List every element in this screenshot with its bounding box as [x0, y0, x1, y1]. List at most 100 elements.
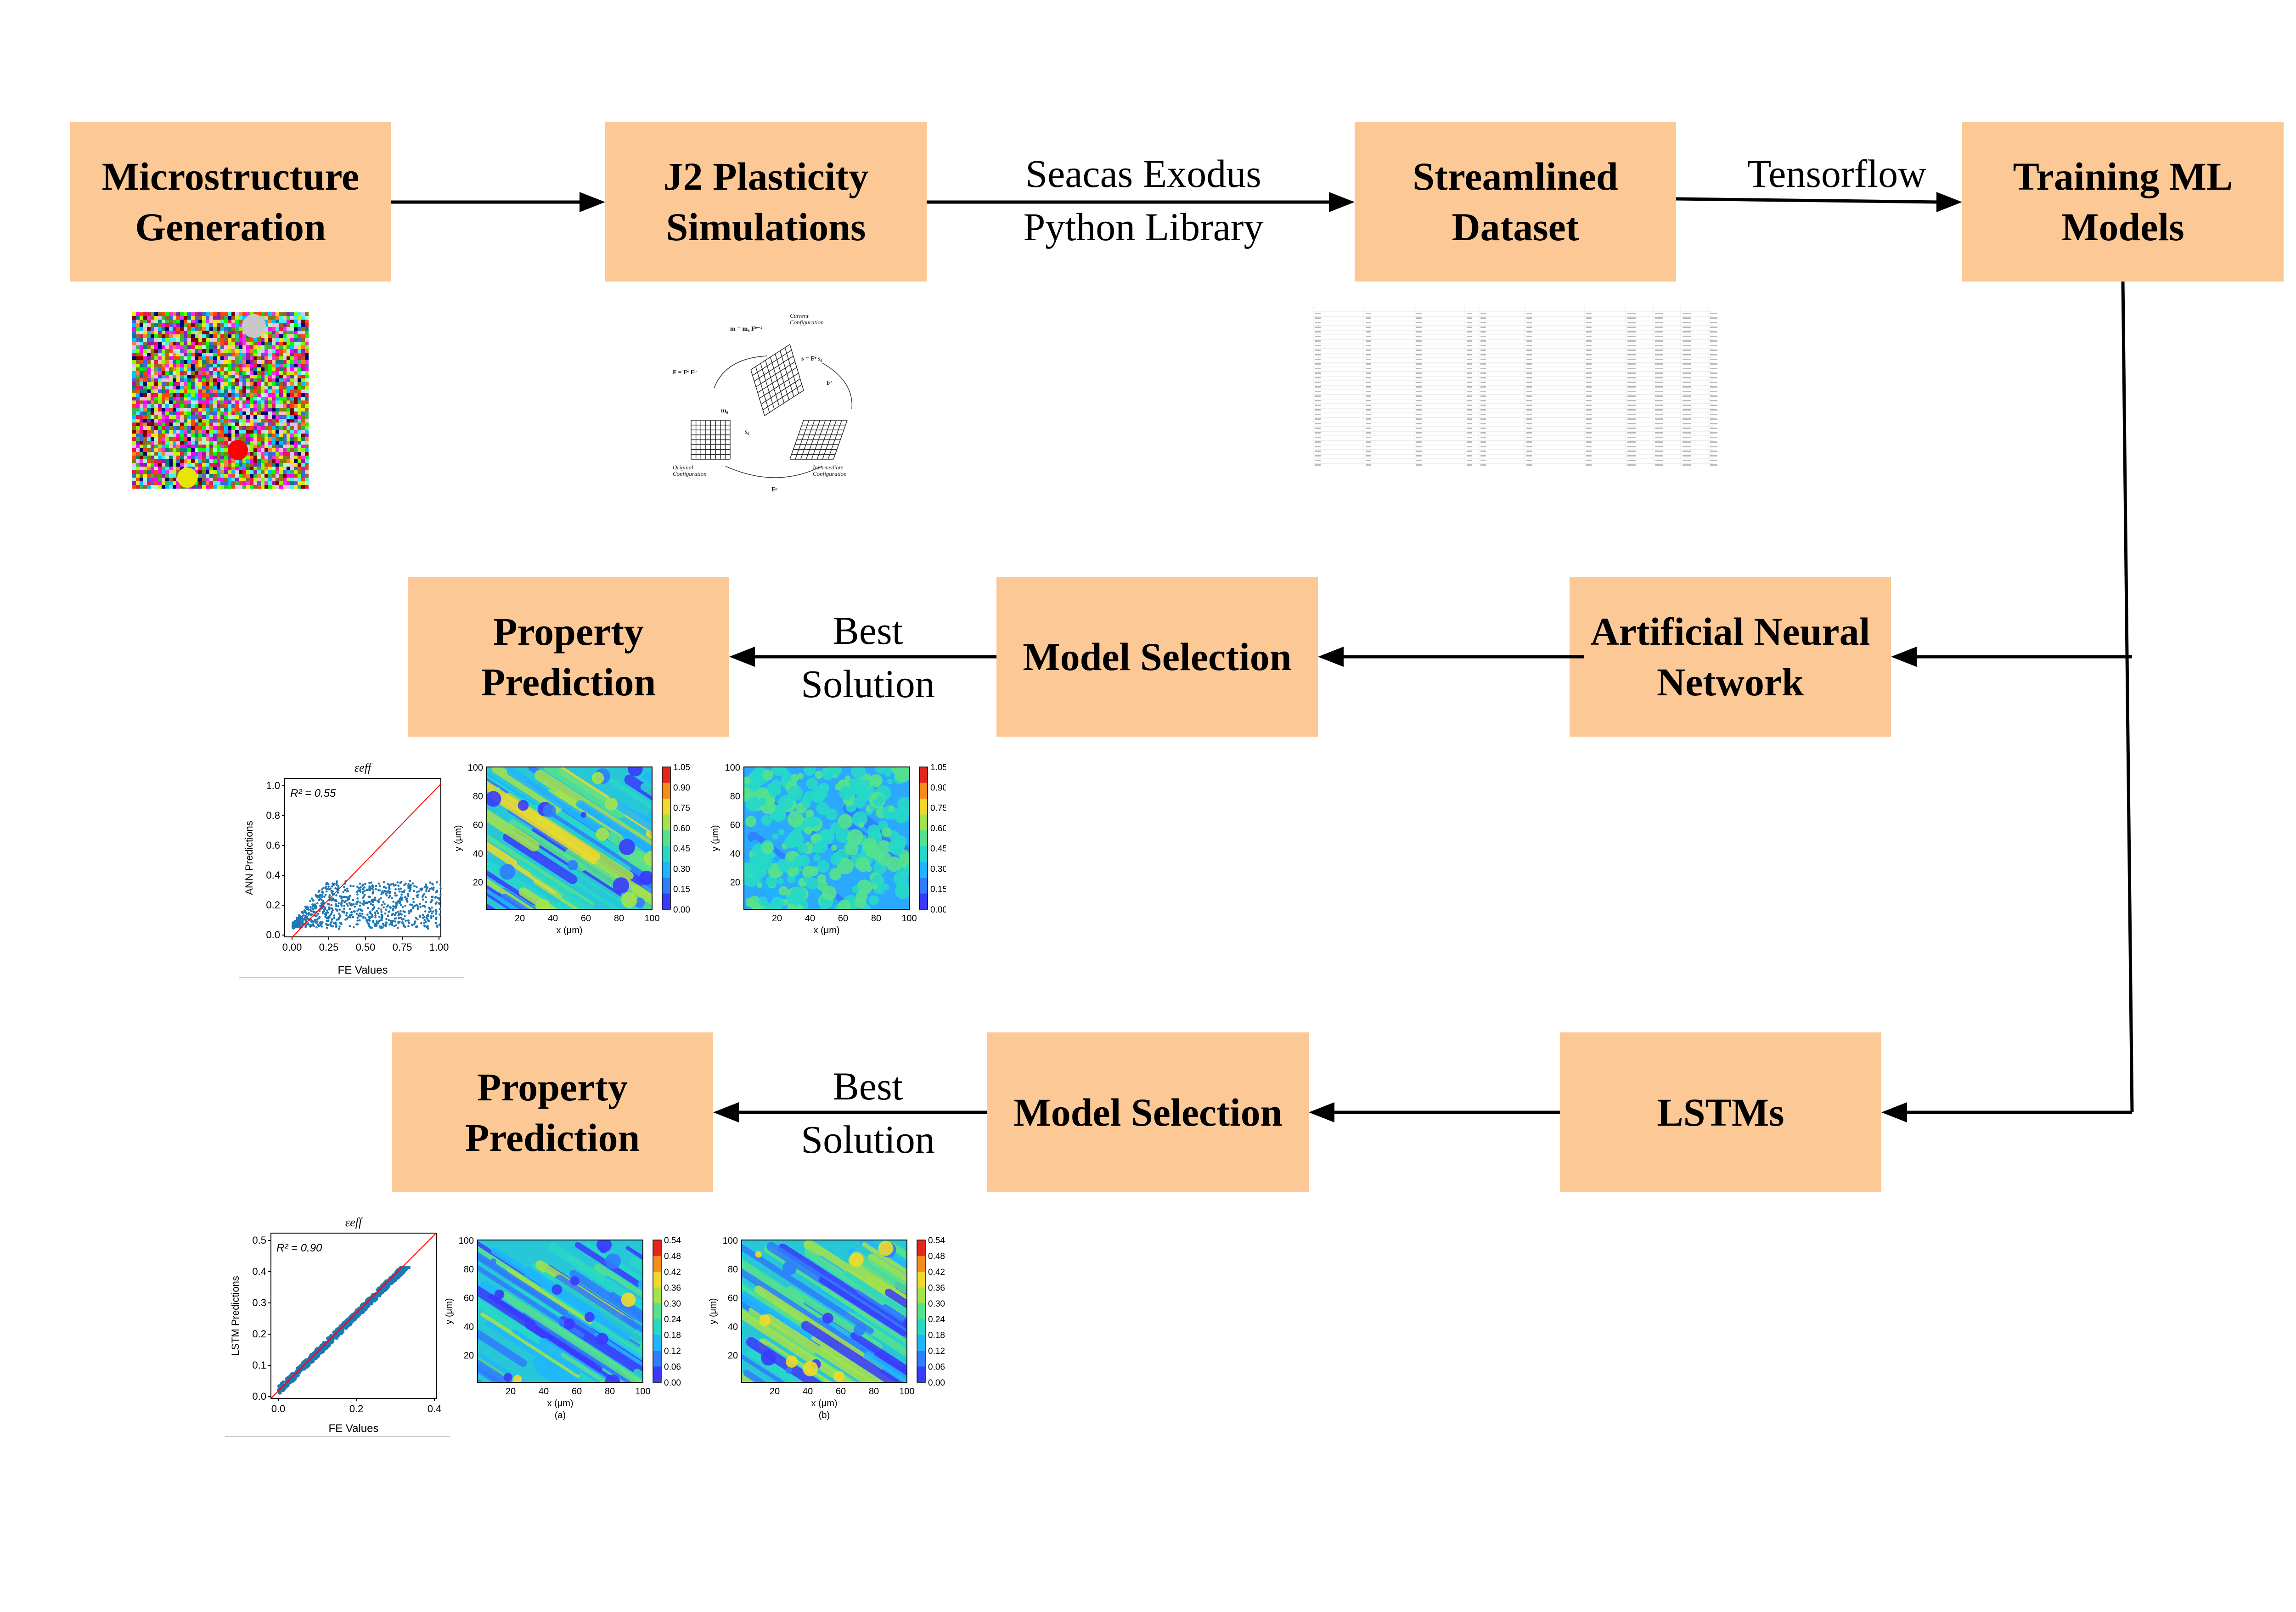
grain [158, 353, 162, 357]
grain [268, 456, 272, 460]
scatter-point [349, 908, 351, 910]
grain [290, 415, 294, 419]
grain [213, 393, 217, 397]
scatter-point [354, 905, 356, 908]
scatter-point [388, 888, 391, 890]
grain [287, 404, 291, 408]
grain [224, 327, 228, 331]
grain [279, 411, 283, 416]
grain [206, 349, 210, 353]
grain [276, 485, 280, 489]
map-blob [761, 841, 774, 855]
grain [250, 345, 254, 349]
grain [143, 360, 147, 364]
grain [298, 430, 302, 434]
grain [242, 375, 247, 379]
sheet-cell [1416, 317, 1422, 319]
grain [169, 423, 173, 427]
grain [209, 393, 214, 397]
grain [239, 323, 243, 327]
grain [206, 338, 210, 342]
grain [191, 456, 195, 460]
grain [239, 463, 243, 467]
grain [169, 441, 173, 445]
grain [257, 426, 261, 430]
scatter-point [335, 884, 338, 886]
map-x-axis-label: x (μm) [813, 925, 839, 936]
scatter-point [404, 915, 406, 918]
grain [136, 463, 140, 467]
grain [261, 459, 265, 463]
scatter-point [415, 903, 418, 906]
colorbar-segment [919, 814, 928, 831]
scatter-point [314, 903, 316, 906]
grain [305, 327, 309, 331]
sheet-cell [1683, 428, 1691, 429]
grain [180, 404, 184, 408]
grain [301, 459, 305, 463]
grain [165, 331, 169, 335]
grain [250, 371, 254, 375]
grain [264, 415, 269, 419]
grain [294, 345, 298, 349]
grain [224, 349, 228, 353]
grain [154, 456, 158, 460]
grid-line [759, 372, 799, 399]
sheet-cell [1683, 377, 1691, 378]
grain [206, 470, 210, 474]
grain [209, 404, 214, 408]
grain [136, 415, 140, 419]
grain [140, 349, 144, 353]
grain [261, 470, 265, 474]
scatter-point [428, 890, 430, 892]
sheet-cell [1683, 331, 1691, 333]
map-blob [761, 815, 772, 826]
grain [151, 353, 155, 357]
grain [132, 448, 136, 452]
sheet-cell [1526, 464, 1532, 466]
grain [261, 434, 265, 438]
grain [154, 360, 158, 364]
sheet-cell [1467, 418, 1472, 420]
grain [239, 408, 243, 412]
grain [132, 342, 136, 346]
grain [231, 356, 236, 361]
grain [143, 441, 147, 445]
sheet-cell [1480, 423, 1486, 424]
grain [213, 382, 217, 386]
scatter-point [346, 904, 349, 907]
grain [224, 434, 228, 438]
scatter-point [425, 883, 427, 886]
grain [173, 408, 177, 412]
grain [257, 349, 261, 353]
grain [239, 470, 243, 474]
scatter-point [399, 900, 401, 903]
grain [250, 408, 254, 412]
scatter-point [414, 920, 416, 923]
sheet-cell [1683, 464, 1691, 466]
grain [231, 434, 236, 438]
grain [206, 408, 210, 412]
grain [290, 434, 294, 438]
scatter-point [308, 924, 311, 927]
grain [239, 386, 243, 390]
grain [198, 411, 203, 416]
grain [279, 434, 283, 438]
grain [173, 452, 177, 456]
scatter-point [320, 902, 323, 905]
scatter-point [358, 919, 361, 922]
map-blob [851, 767, 866, 779]
grain [250, 397, 254, 401]
map-blob [865, 844, 880, 858]
grain [268, 470, 272, 474]
grain [242, 404, 247, 408]
sheet-cell [1526, 386, 1532, 388]
grain [165, 389, 169, 394]
grain [162, 364, 166, 368]
grain [209, 426, 214, 430]
grain [154, 323, 158, 327]
scatter-point [392, 883, 394, 885]
grain [250, 459, 254, 463]
node-label-line: Simulations [666, 205, 866, 249]
grain [301, 434, 305, 438]
